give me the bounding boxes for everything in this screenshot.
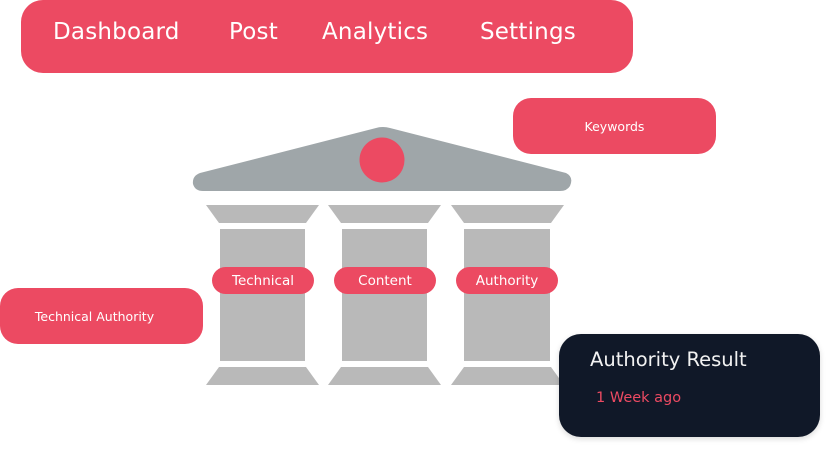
roof-emblem — [359, 137, 405, 183]
technical-authority-tag[interactable]: Technical Authority — [0, 288, 203, 344]
column-shaft — [464, 229, 550, 361]
nav-dashboard[interactable]: Dashboard — [53, 19, 180, 45]
column-capital — [328, 205, 441, 223]
keywords-tag[interactable]: Keywords — [513, 98, 716, 154]
top-nav: Dashboard Post Analytics Settings — [21, 0, 633, 73]
pillar-label-authority: Authority — [456, 267, 558, 294]
nav-analytics[interactable]: Analytics — [322, 19, 429, 45]
column-shaft — [220, 229, 305, 361]
nav-post[interactable]: Post — [229, 19, 278, 45]
column-shaft — [342, 229, 427, 361]
column-base — [328, 367, 441, 385]
column-base — [206, 367, 319, 385]
column-capital — [451, 205, 564, 223]
authority-result-card[interactable]: Authority Result 1 Week ago — [559, 334, 820, 437]
result-title: Authority Result — [590, 348, 747, 371]
result-timestamp: 1 Week ago — [596, 390, 682, 406]
pillar-label-content: Content — [334, 267, 436, 294]
column-base — [451, 367, 564, 385]
nav-settings[interactable]: Settings — [480, 19, 576, 45]
column-capital — [206, 205, 319, 223]
pillar-label-technical: Technical — [212, 267, 314, 294]
